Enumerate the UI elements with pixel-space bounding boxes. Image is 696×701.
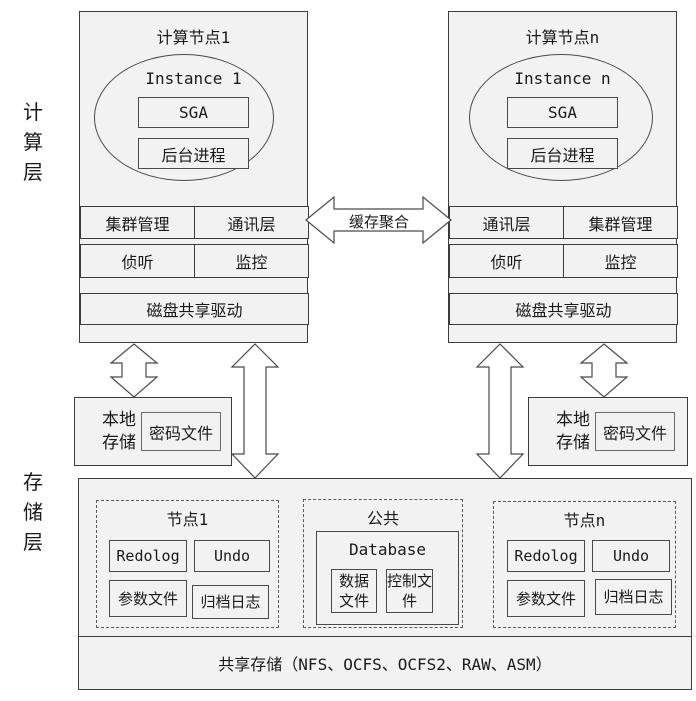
monitor-cell-noden: 监控 <box>563 244 678 278</box>
noden-row-listen-monitor: 侦听 监控 <box>449 244 678 278</box>
node1-localstorage-arrow <box>109 343 159 398</box>
redolog-box-node1: Redolog <box>109 540 187 572</box>
instance-n-label: Instance n <box>514 69 611 88</box>
noden-localstorage-arrow <box>579 343 629 398</box>
password-file-box-node1: 密码文件 <box>141 412 221 451</box>
noden-row-comm-cluster: 通讯层 集群管理 <box>449 206 678 239</box>
cache-fusion-label: 缓存聚合 <box>348 213 409 231</box>
archive-log-box-node1: 归档日志 <box>192 585 269 619</box>
storage-group-node1: 节点1 Redolog Undo 参数文件 归档日志 <box>96 500 279 628</box>
undo-box-node1: Undo <box>194 540 270 572</box>
shared-storage-bar: 共享存储（NFS、OCFS、OCFS2、RAW、ASM） <box>79 636 691 689</box>
storage-group-common-title: 公共 <box>366 509 399 528</box>
instance-1-label: Instance 1 <box>145 69 242 88</box>
compute-node-n: 计算节点n Instance n SGA 后台进程 通讯层 集群管理 侦听 监控… <box>448 11 678 343</box>
storage-group-noden-title: 节点n <box>563 511 606 530</box>
monitor-cell-node1: 监控 <box>194 244 309 278</box>
database-box: Database 数据文件 控制文件 <box>316 531 459 625</box>
compute-layer-label: 计算层 <box>23 100 43 184</box>
node1-row-disk-driver: 磁盘共享驱动 <box>80 293 309 325</box>
communication-layer-cell-node1: 通讯层 <box>194 206 309 239</box>
disk-share-driver-cell-node1: 磁盘共享驱动 <box>80 293 309 325</box>
communication-layer-cell-noden: 通讯层 <box>449 206 564 239</box>
parameter-file-box-node1: 参数文件 <box>109 580 187 617</box>
compute-node-1-title: 计算节点1 <box>156 28 231 47</box>
noden-sharedstorage-arrow <box>475 343 525 479</box>
cluster-management-cell-noden: 集群管理 <box>563 206 678 239</box>
data-file-box: 数据文件 <box>331 569 377 613</box>
compute-node-1: 计算节点1 Instance 1 SGA 后台进程 集群管理 通讯层 侦听 监控… <box>79 11 309 343</box>
storage-layer-label: 存储层 <box>23 470 43 554</box>
control-file-box: 控制文件 <box>386 569 433 613</box>
redolog-box-noden: Redolog <box>507 540 585 572</box>
storage-group-common: 公共 Database 数据文件 控制文件 <box>303 499 463 628</box>
compute-node-n-title: 计算节点n <box>525 28 600 47</box>
background-process-box-noden: 后台进程 <box>507 138 618 169</box>
password-file-box-noden: 密码文件 <box>595 412 675 451</box>
storage-group-noden: 节点n Redolog Undo 参数文件 归档日志 <box>493 501 676 628</box>
storage-group-node1-title: 节点1 <box>166 510 209 529</box>
shared-storage-box: 节点1 Redolog Undo 参数文件 归档日志 公共 Database 数… <box>78 478 692 690</box>
archive-log-box-noden: 归档日志 <box>595 579 672 615</box>
cluster-management-cell-node1: 集群管理 <box>80 206 195 239</box>
local-storage-node1: 本地存储 密码文件 <box>74 397 232 466</box>
database-label: Database <box>348 540 427 559</box>
listener-cell-node1: 侦听 <box>80 244 195 278</box>
sga-box-node1: SGA <box>138 97 249 128</box>
local-storage-noden-label: 本地存储 <box>556 410 590 453</box>
background-process-box-node1: 后台进程 <box>138 138 249 169</box>
node1-row-cluster-comm: 集群管理 通讯层 <box>80 206 309 239</box>
local-storage-noden: 本地存储 密码文件 <box>528 397 688 466</box>
local-storage-node1-label: 本地存储 <box>102 410 136 453</box>
undo-box-noden: Undo <box>592 540 670 572</box>
parameter-file-box-noden: 参数文件 <box>507 580 585 617</box>
node1-row-listen-monitor: 侦听 监控 <box>80 244 309 278</box>
noden-row-disk-driver: 磁盘共享驱动 <box>449 293 678 325</box>
node1-sharedstorage-arrow <box>230 343 280 479</box>
sga-box-noden: SGA <box>507 97 618 128</box>
listener-cell-noden: 侦听 <box>449 244 564 278</box>
disk-share-driver-cell-noden: 磁盘共享驱动 <box>449 293 678 325</box>
